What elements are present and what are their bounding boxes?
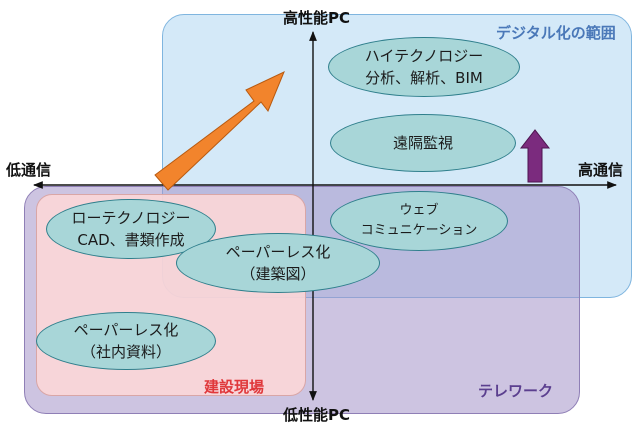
axis-label-top: 高性能PC [283, 9, 351, 27]
node-paperless-internal-line2: （社内資料） [80, 343, 171, 361]
construction-site-label: 建設現場 [204, 378, 265, 396]
node-paperless-internal-line1: ペーパーレス化 [73, 321, 179, 339]
node-web-communication-line1: ウェブ [399, 203, 439, 218]
node-web-communication: ウェブ コミュニケーション [330, 191, 508, 251]
telework-label: テレワーク [478, 382, 554, 400]
node-paperless-building-line2: （建築図） [240, 265, 316, 283]
axis-label-right: 高通信 [578, 161, 624, 179]
digitalization-scope-label: デジタル化の範囲 [496, 24, 616, 42]
axis-label-bottom: 低性能PC [283, 406, 351, 424]
axis-label-left: 低通信 [6, 161, 52, 179]
node-low-technology: ローテクノロジー CAD、書類作成 [46, 199, 216, 259]
node-paperless-internal-documents: ペーパーレス化 （社内資料） [36, 312, 216, 370]
orange-arrow [154, 70, 285, 191]
node-high-technology-line1: ハイテクノロジー [364, 47, 484, 65]
node-high-technology: ハイテクノロジー 分析、解析、BIM [328, 37, 520, 97]
node-high-technology-line2: 分析、解析、BIM [365, 69, 483, 87]
node-low-technology-line2: CAD、書類作成 [77, 231, 185, 249]
node-paperless-building-drawings: ペーパーレス化 （建築図） [176, 233, 380, 293]
node-remote-monitoring: 遠隔監視 [330, 114, 516, 172]
node-remote-monitoring-line1: 遠隔監視 [392, 134, 453, 152]
node-web-communication-line2: コミュニケーション [360, 223, 478, 238]
node-paperless-building-line1: ペーパーレス化 [225, 243, 331, 261]
node-low-technology-line1: ローテクノロジー [71, 209, 191, 227]
purple-arrow [519, 129, 551, 183]
